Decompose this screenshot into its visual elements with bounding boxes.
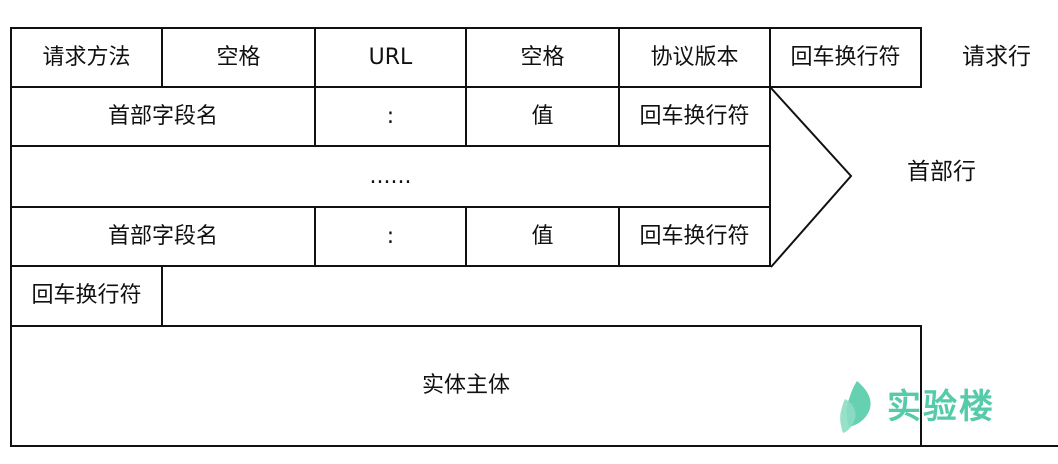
- request-line-label: 请求行: [962, 44, 1031, 70]
- crlf-cell-header-1: 回车换行符: [618, 86, 771, 147]
- header-ellipsis-row: ......: [10, 145, 771, 208]
- space-cell-2: 空格: [465, 27, 620, 88]
- request-method-cell: 请求方法: [10, 27, 163, 88]
- header-field-name-cell-2: 首部字段名: [10, 206, 316, 267]
- url-cell: URL: [314, 27, 467, 88]
- watermark-text: 实验楼: [887, 387, 995, 427]
- value-cell-2: 值: [465, 206, 620, 267]
- crlf-cell-request-line: 回车换行符: [769, 27, 922, 88]
- value-cell-1: 值: [465, 86, 620, 147]
- header-brace: [770, 87, 853, 268]
- header-lines-label: 首部行: [907, 159, 976, 185]
- entity-body-cell: 实体主体: [10, 325, 922, 447]
- colon-cell-2: :: [314, 206, 467, 267]
- colon-cell-1: :: [314, 86, 467, 147]
- protocol-version-cell: 协议版本: [618, 27, 771, 88]
- leaf-icon: [840, 381, 871, 433]
- header-field-name-cell-1: 首部字段名: [10, 86, 316, 147]
- space-cell-1: 空格: [161, 27, 316, 88]
- watermark: 实验楼: [835, 378, 1025, 436]
- blank-line-crlf-cell: 回车换行符: [10, 265, 163, 327]
- crlf-cell-header-2: 回车换行符: [618, 206, 771, 267]
